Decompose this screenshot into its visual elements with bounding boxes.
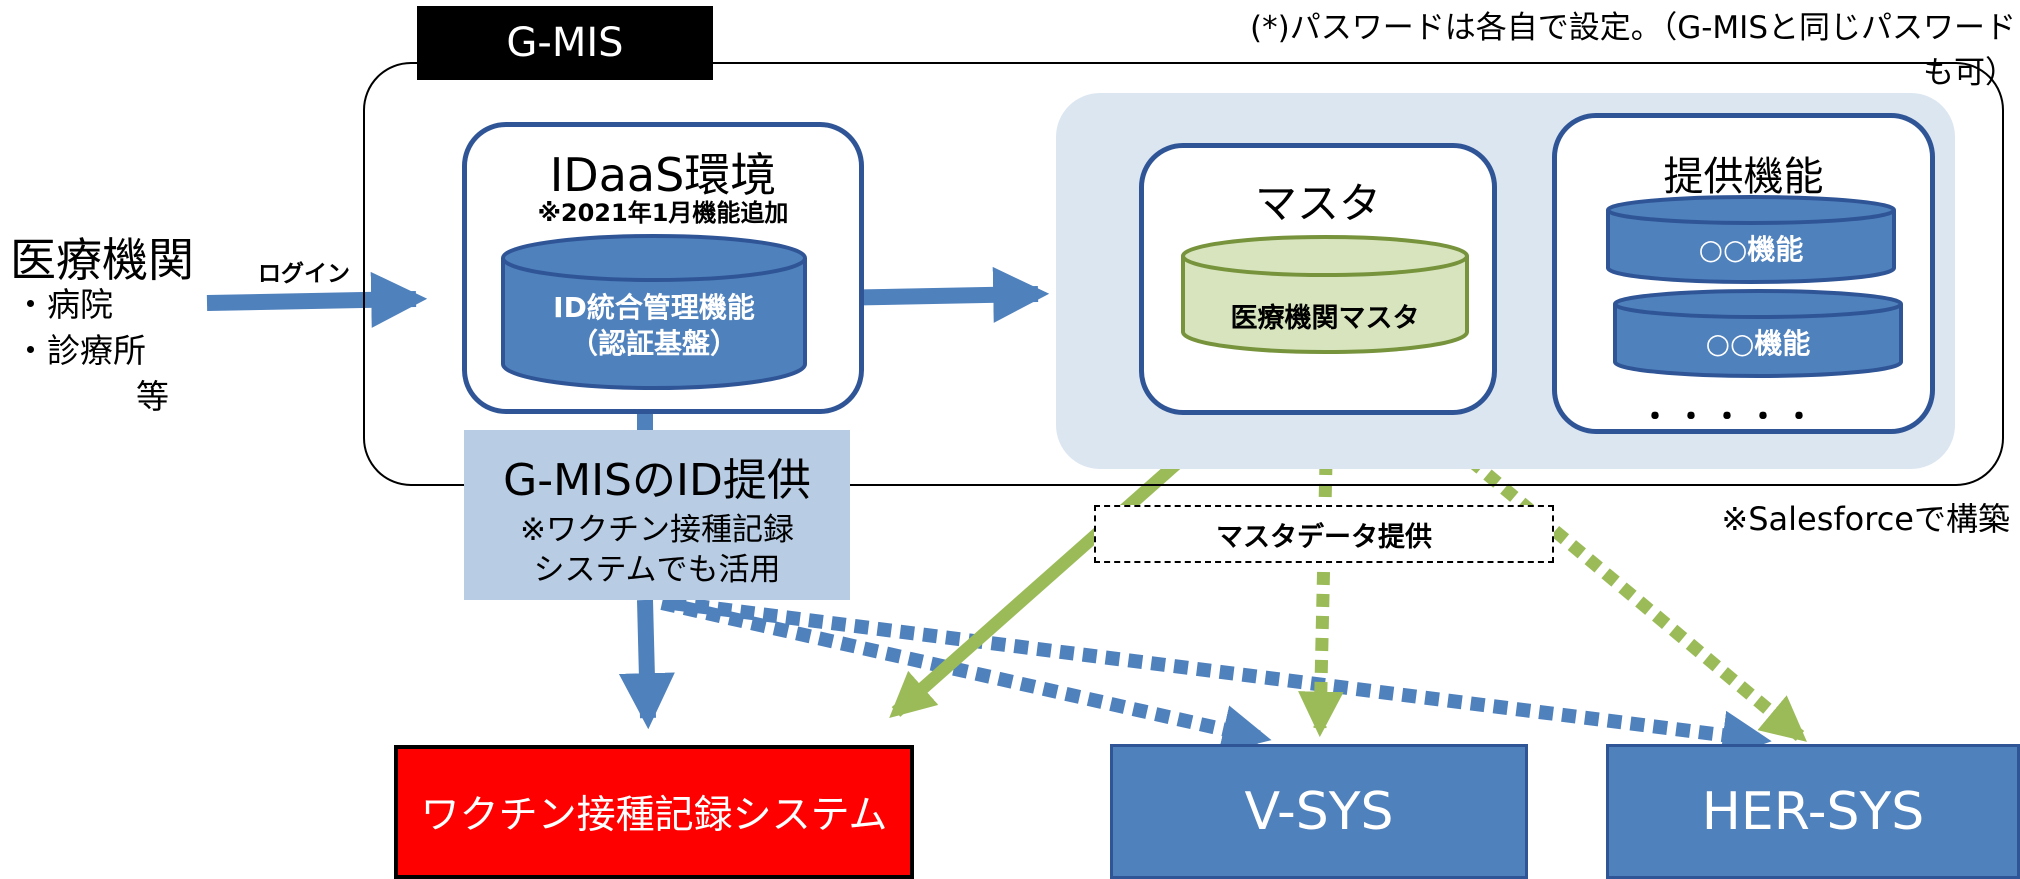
login-arrow: [206, 271, 428, 328]
database-icon: [501, 234, 807, 390]
gmis-container: [363, 62, 2004, 486]
medical-institution-item: 等: [136, 377, 169, 416]
vaccine-record-system-box: ワクチン接種記録システム: [394, 745, 914, 879]
id-management-label-2: （認証基盤）: [569, 327, 738, 360]
id-management-label: ID統合管理機能 （認証基盤）: [500, 290, 808, 362]
salesforce-note: ※Salesforceで構築: [1721, 500, 2010, 538]
features-ellipsis: ・・・・・: [1640, 400, 1820, 435]
hersys-box: HER-SYS: [1606, 744, 2020, 879]
gmis-id-provision-note-1: ※ワクチン接種記録: [520, 512, 794, 548]
medical-institution-title: 医療機関: [10, 233, 194, 287]
master-to-hersys-dotted-arrow: [1415, 413, 1807, 742]
idaas-title: IDaaS環境: [549, 148, 777, 202]
password-note: (*)パスワードは各自で設定。（G-MISと同じパスワードも可）: [1250, 10, 2016, 91]
master-title: マスタ: [1254, 179, 1381, 228]
master-to-vsys-dotted-arrow: [1298, 417, 1344, 738]
vsys-box: V-SYS: [1110, 744, 1528, 879]
idaas-subtitle: ※2021年1月機能追加: [537, 199, 789, 227]
id-to-vsys-dotted-arrow: [660, 596, 1272, 754]
database-icon: [1181, 235, 1469, 354]
id-management-label-1: ID統合管理機能: [553, 291, 755, 324]
feature-database-2: ○○機能: [1612, 288, 1904, 378]
master-data-provision-label: マスタデータ提供: [1094, 505, 1554, 563]
database-icon: [1613, 289, 1903, 378]
medical-institution-master-label: 医療機関マスタ: [1230, 303, 1420, 334]
gmis-id-provision-panel: G-MISのID提供 ※ワクチン接種記録 システムでも活用: [464, 430, 850, 600]
medical-institution-master-database: 医療機関マスタ: [1180, 234, 1470, 354]
features-title: 提供機能: [1663, 154, 1824, 200]
medical-institution-item: ・病院: [14, 285, 113, 324]
id-management-database: ID統合管理機能 （認証基盤）: [500, 234, 808, 390]
id-to-vaccine-arrow: [618, 599, 675, 730]
feature-label-2: ○○機能: [1705, 327, 1811, 360]
feature-database-1: ○○機能: [1605, 194, 1897, 284]
gmis-id-provision-note-2: システムでも活用: [533, 552, 781, 588]
feature-label-1: ○○機能: [1698, 233, 1804, 266]
id-to-hersys-dotted-arrow: [671, 596, 1772, 760]
gmis-tab: G-MIS: [417, 6, 713, 80]
database-icon: [1606, 195, 1896, 284]
medical-institution-item: ・診療所: [14, 331, 146, 370]
login-label: ログイン: [258, 261, 350, 287]
gmis-id-provision-title: G-MISのID提供: [503, 455, 811, 506]
